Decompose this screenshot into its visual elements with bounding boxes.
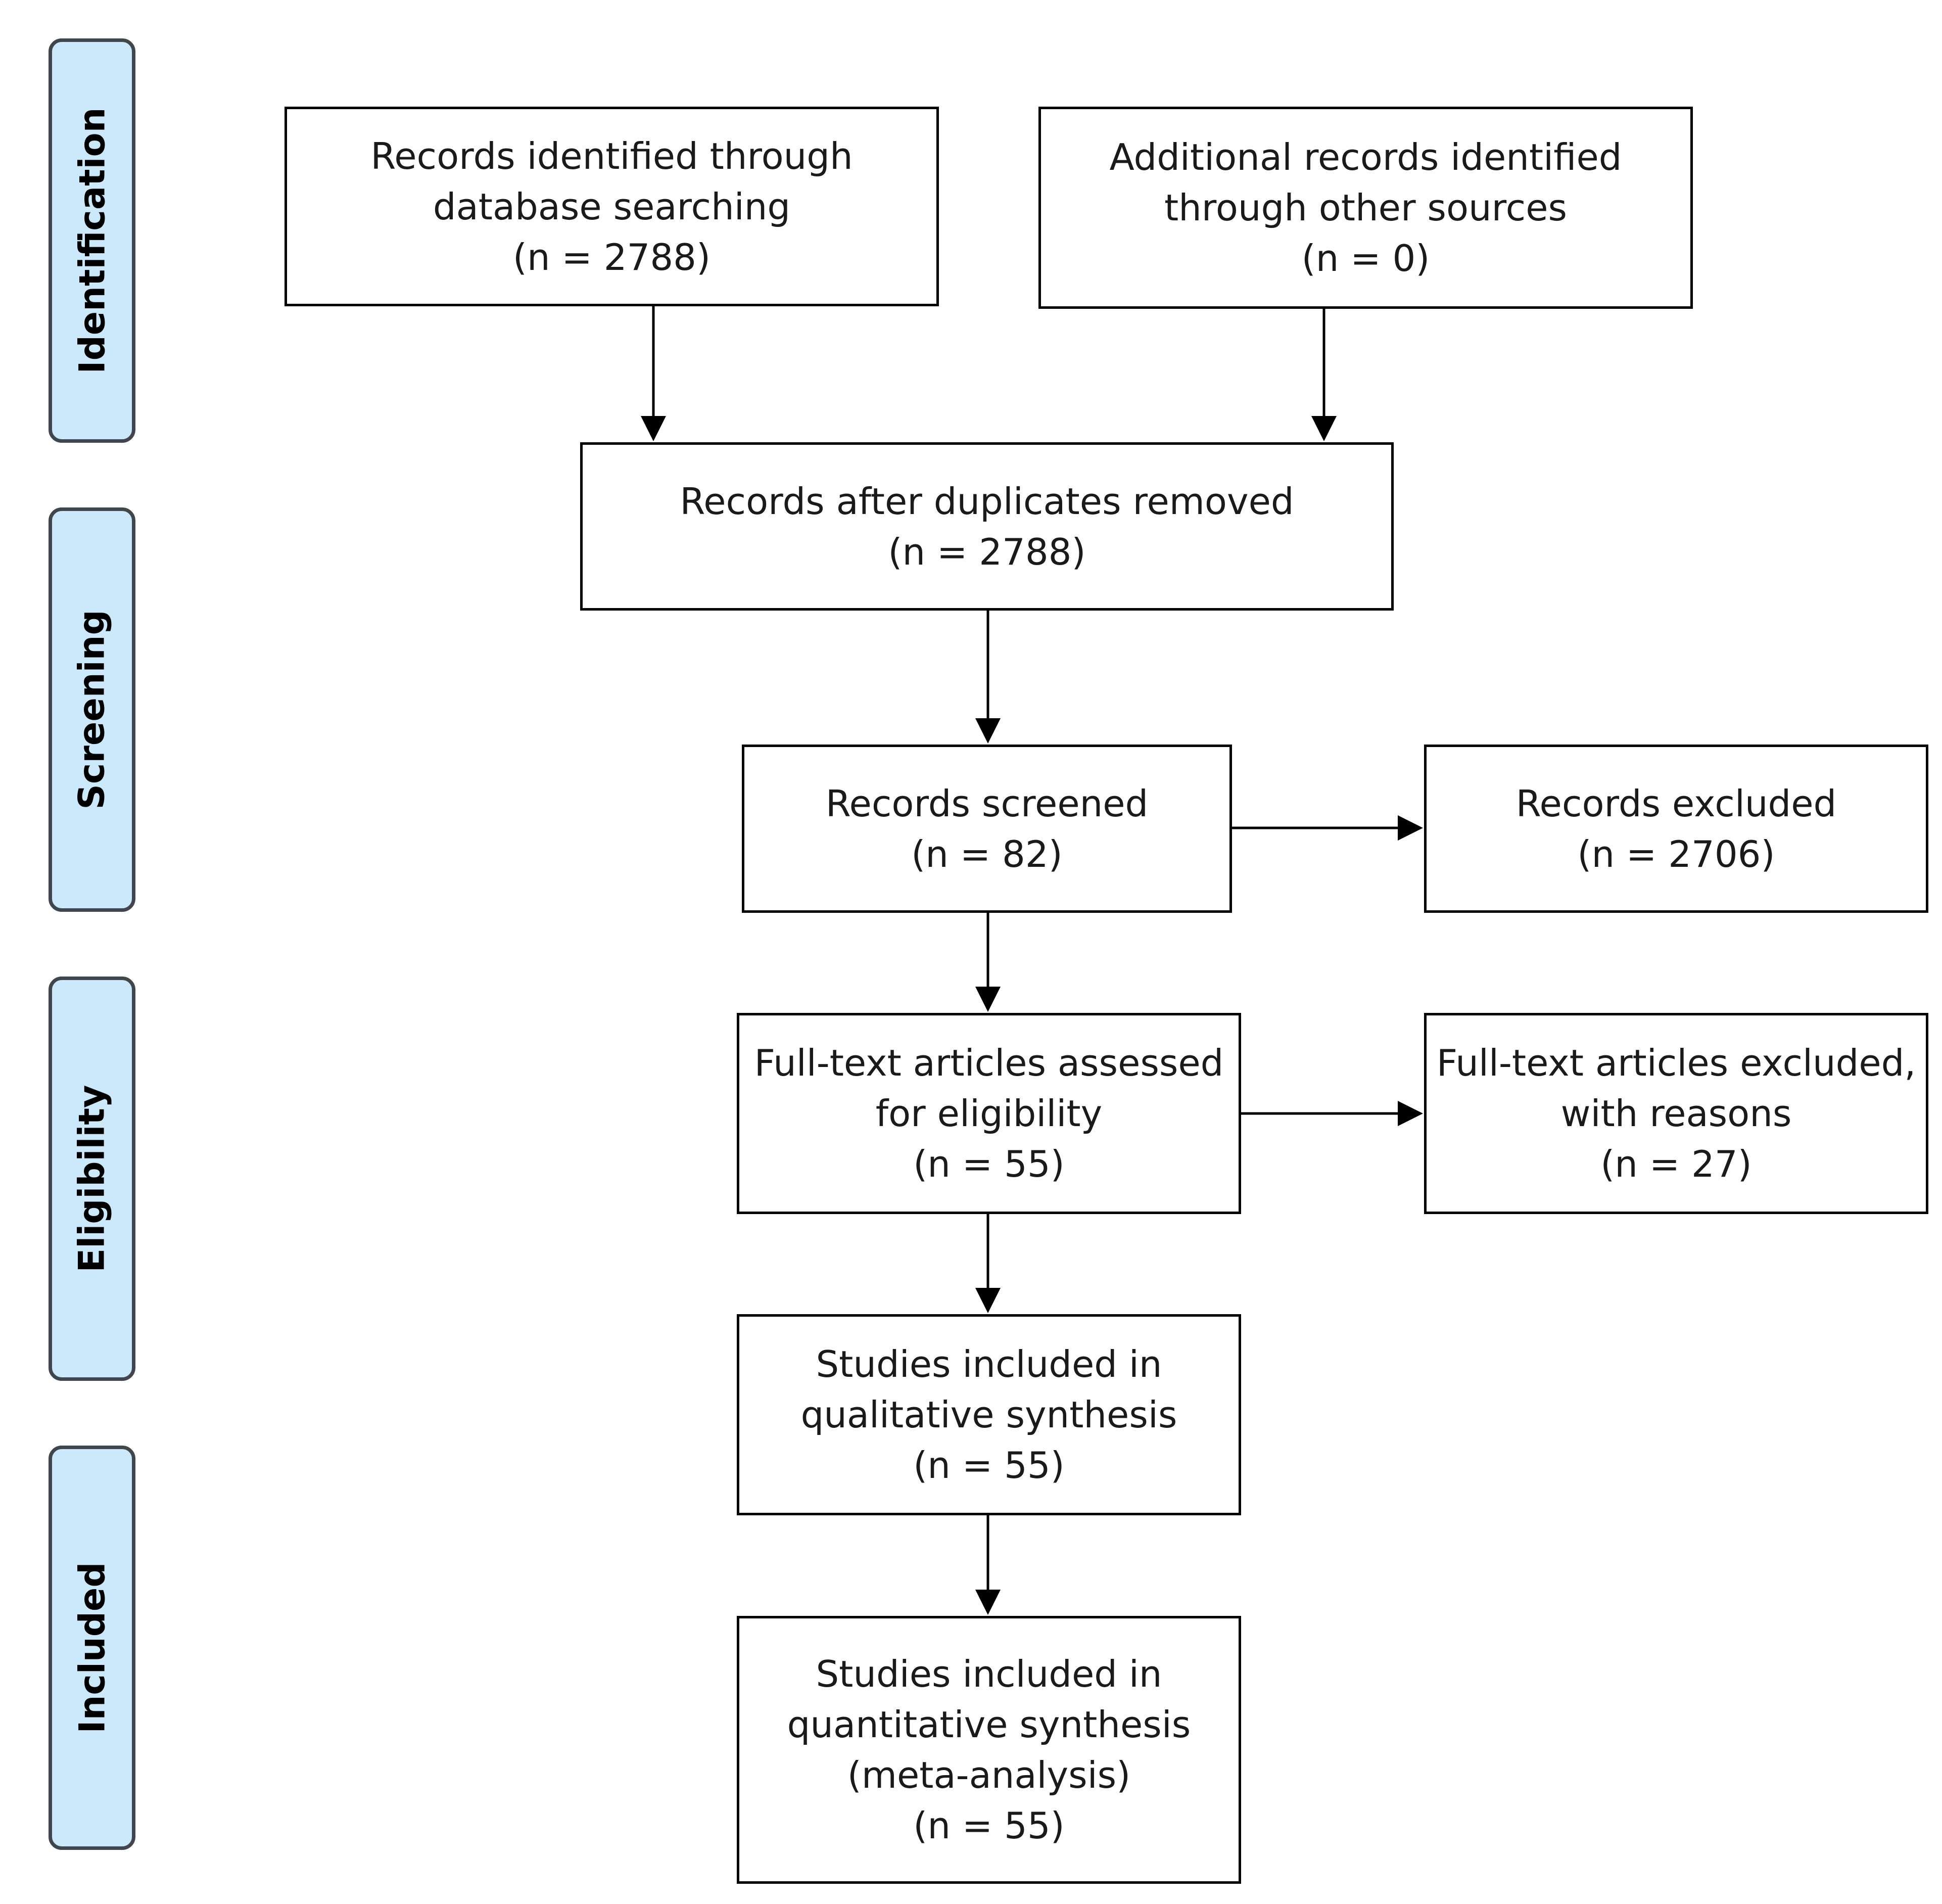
box-after-duplicates-text: Records after duplicates removed (n = 27…: [680, 480, 1294, 573]
box-quantitative-synthesis: Studies included in quantitative synthes…: [737, 1616, 1241, 1884]
box-fulltext-assessed: Full-text articles assessed for eligibil…: [737, 1013, 1241, 1214]
box-records-excluded-text: Records excluded (n = 2706): [1515, 782, 1837, 875]
box-records-screened-text: Records screened (n = 82): [825, 782, 1149, 875]
box-qualitative-synthesis: Studies included in qualitative synthesi…: [737, 1314, 1241, 1515]
box-records-excluded: Records excluded (n = 2706): [1424, 745, 1928, 913]
phase-eligibility: Eligibility: [49, 977, 135, 1381]
box-fulltext-excluded: Full-text articles excluded, with reason…: [1424, 1013, 1928, 1214]
box-fulltext-excluded-text: Full-text articles excluded, with reason…: [1436, 1042, 1916, 1185]
box-database-records: Records identified through database sear…: [285, 107, 939, 306]
box-database-records-text: Records identified through database sear…: [370, 134, 853, 278]
phase-included: Included: [49, 1446, 135, 1850]
box-fulltext-assessed-text: Full-text articles assessed for eligibil…: [754, 1042, 1224, 1185]
box-after-duplicates: Records after duplicates removed (n = 27…: [580, 442, 1394, 611]
box-quantitative-synthesis-text: Studies included in quantitative synthes…: [787, 1653, 1191, 1847]
box-qualitative-synthesis-text: Studies included in qualitative synthesi…: [800, 1343, 1177, 1487]
phase-identification: Identification: [49, 38, 135, 443]
phase-screening: Screening: [49, 507, 135, 912]
box-records-screened: Records screened (n = 82): [742, 745, 1232, 913]
box-other-sources-records: Additional records identified through ot…: [1038, 107, 1693, 309]
box-other-sources-records-text: Additional records identified through ot…: [1109, 136, 1622, 280]
